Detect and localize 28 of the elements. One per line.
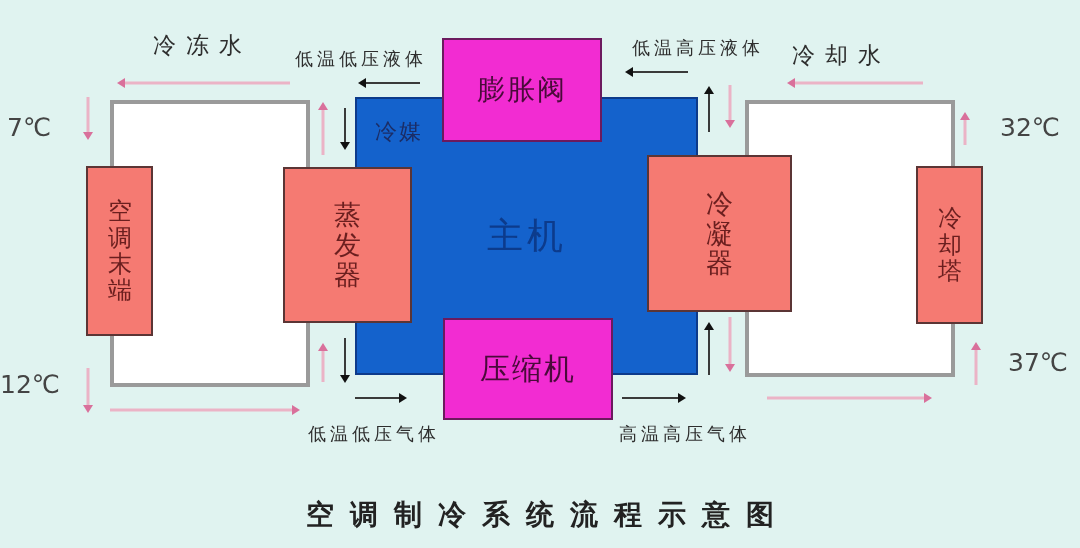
diagram-caption: 空调制冷系统流程示意图	[305, 498, 790, 532]
flow-label: 高温高压气体	[618, 423, 751, 445]
pipe-line	[745, 100, 955, 166]
refrigerant-label: 冷媒	[375, 118, 423, 146]
temperature-label: 12℃	[0, 370, 60, 400]
component-label: 压缩机	[480, 349, 576, 388]
pipe-line	[745, 312, 955, 377]
component-block	[916, 166, 983, 324]
compressor-block	[443, 318, 613, 420]
flow-label: 低温高压液体	[631, 37, 764, 59]
component-label: 空调末端	[107, 198, 132, 304]
component-label: 蒸发器	[334, 200, 361, 290]
component-block	[86, 166, 153, 336]
valve-block	[442, 38, 602, 142]
water-label: 冷却水	[791, 41, 891, 69]
flow-label: 低温低压液体	[294, 48, 427, 70]
temperature-label: 7℃	[7, 113, 51, 143]
component-label: 主机	[486, 213, 567, 258]
component-label: 膨胀阀	[477, 72, 567, 108]
temperature-label: 32℃	[1000, 113, 1060, 143]
component-label: 冷却塔	[937, 205, 962, 285]
component-block	[283, 167, 412, 323]
flow-label: 低温低压气体	[307, 423, 440, 445]
water-label: 冷冻水	[152, 31, 252, 59]
component-block	[647, 155, 792, 312]
pipe-line	[110, 323, 310, 387]
component-label: 冷凝器	[706, 188, 733, 279]
temperature-label: 37℃	[1008, 348, 1068, 378]
